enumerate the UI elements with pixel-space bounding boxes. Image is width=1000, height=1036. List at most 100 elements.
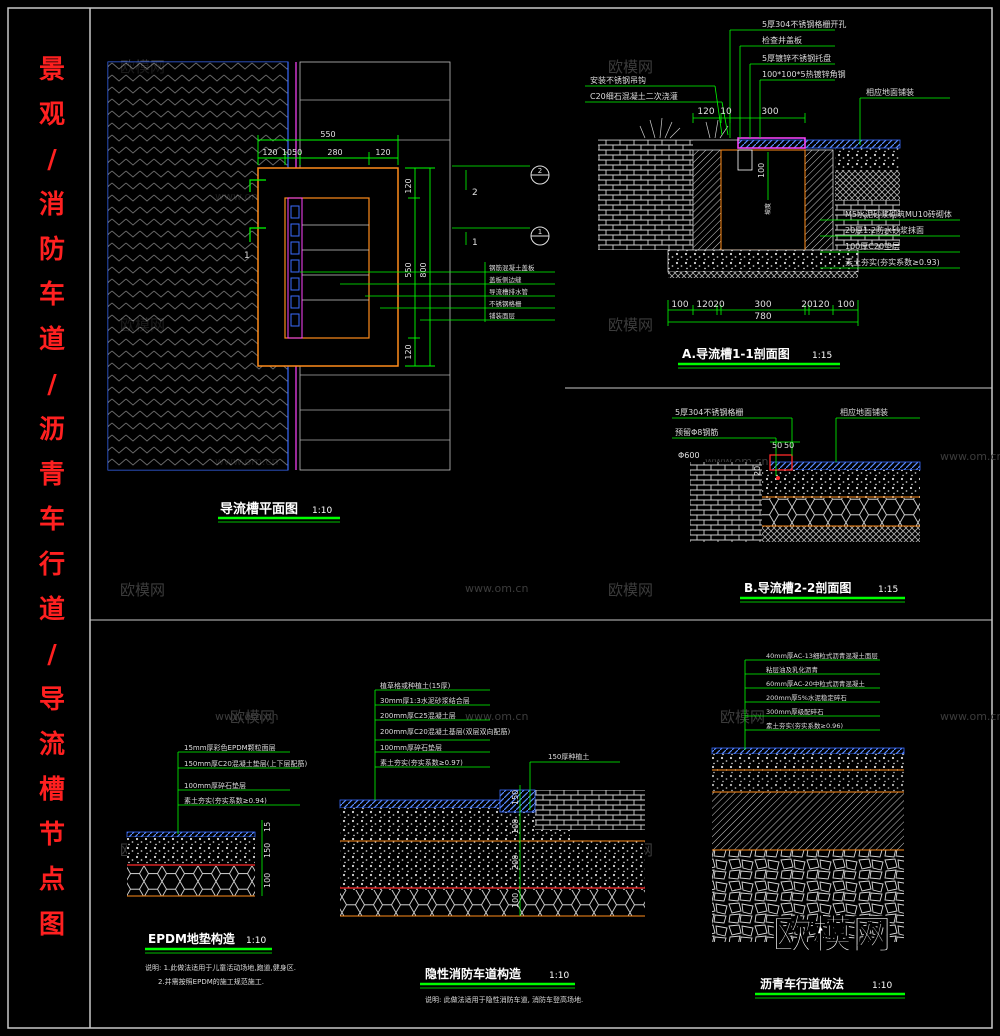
dim-right-inner: 550 bbox=[404, 262, 413, 277]
plan-note-1: 钢筋混凝土盖板 bbox=[489, 263, 535, 272]
asphalt-note-2: 粘层油及乳化沥青 bbox=[766, 665, 819, 674]
grass-symbol bbox=[639, 117, 729, 139]
fire-lane-grass-grid bbox=[499, 789, 536, 813]
epdm-remark-2: 2.并需按照EPDM的施工规范施工. bbox=[158, 977, 264, 986]
section-a-note-paving: 相应地面铺装 bbox=[866, 87, 914, 97]
dim-slot: 1050 bbox=[282, 148, 302, 157]
section-a-note-angle: 100*100*5热镀锌角钢 bbox=[762, 69, 846, 79]
section-b-dim-50a: 50 bbox=[772, 441, 782, 450]
asphalt-title-block: 沥青车行道做法 1:10 bbox=[755, 976, 905, 999]
section-a-note-soil: 素土夯实(夯实系数≥0.93) bbox=[845, 257, 940, 267]
fire-lane-gravel bbox=[340, 890, 645, 916]
section-a-title-block: A.导流槽1-1剖面图 1:15 bbox=[678, 346, 840, 369]
watermark-url: www.om.cn bbox=[215, 710, 278, 723]
epdm-dim-100: 100 bbox=[263, 873, 272, 888]
watermark-logo: 欧模网 bbox=[608, 316, 653, 334]
fire-lane-remark: 说明: 此做法适用于隐性消防车道, 消防车登高场地. bbox=[425, 995, 583, 1004]
side-title-char: 车 bbox=[39, 504, 65, 535]
watermark-url: www.om.cn bbox=[465, 710, 528, 723]
fire-lane-note-5: 100mm厚碎石垫层 bbox=[380, 743, 442, 752]
section-a-note-cushion: 100厚C20垫层 bbox=[845, 241, 900, 251]
side-title-char: 沥 bbox=[39, 415, 65, 445]
side-title-char: 槽 bbox=[39, 775, 65, 805]
side-title-char: 消 bbox=[39, 190, 65, 220]
section-a-bdim-6: 120 bbox=[812, 300, 829, 310]
plan-dimension-lines-right bbox=[405, 167, 435, 367]
plan-dimension-lines-top bbox=[257, 135, 399, 165]
section-b-title-block: B.导流槽2-2剖面图 1:15 bbox=[740, 580, 905, 603]
section-a-right-leaders bbox=[820, 97, 960, 269]
section-a-bdim-1: 100 bbox=[671, 300, 688, 310]
section-a-bdim-3: 20 bbox=[713, 300, 725, 310]
plan-leader-notes: 钢筋混凝土盖板 盖板侧边缝 导流槽排水管 不锈钢格栅 铺装面层 bbox=[489, 263, 535, 320]
section-a-right-notes: 相应地面铺装 M5水泥砂浆砌筑MU10砖砌体 20厚1:2防水砂浆抹面 100厚… bbox=[845, 87, 952, 267]
asphalt-stabilized-base bbox=[712, 792, 904, 850]
section-a-title: A.导流槽1-1剖面图 bbox=[682, 346, 790, 361]
section-a-bdim-7: 100 bbox=[837, 300, 854, 310]
dim-edge-right: 120 bbox=[375, 148, 390, 157]
plan-dim-text-right: 120 550 800 120 bbox=[404, 178, 428, 359]
section-b-title: B.导流槽2-2剖面图 bbox=[744, 580, 851, 595]
section-a-note-cover: 检查井盖板 bbox=[762, 35, 802, 45]
section-a-dim-10: 10 bbox=[720, 107, 732, 117]
side-title-char: 道 bbox=[39, 594, 65, 625]
section-a-note-mortar: M5水泥砂浆砌筑MU10砖砌体 bbox=[845, 209, 952, 219]
asphalt-fine-layer bbox=[712, 754, 904, 770]
plan-title: 导流槽平面图 bbox=[220, 501, 298, 517]
epdm-note-concrete: 150mm厚C20混凝土垫层(上下层配筋) bbox=[184, 759, 308, 768]
fire-lane-dim-150: 150 bbox=[511, 790, 520, 805]
section-b-notes: 5厚304不锈钢格栅 相应地面铺装 预留Φ8钢筋 bbox=[675, 407, 888, 437]
fire-lane-planting bbox=[535, 790, 645, 830]
section-b-dim-20: 20 bbox=[753, 466, 762, 476]
epdm-gravel bbox=[127, 866, 255, 896]
dim-total-width: 550 bbox=[320, 130, 335, 139]
cut-label-1b: 1 bbox=[472, 238, 478, 248]
watermark-logo: 欧模网 bbox=[608, 581, 653, 599]
epdm-remark-1: 说明: 1.此做法适用于儿童活动场地,跑道,健身区. bbox=[145, 963, 296, 972]
section-b-note-grate: 5厚304不锈钢格栅 bbox=[675, 407, 743, 417]
cut-label-1: 1 bbox=[244, 251, 250, 261]
watermark-logo: 欧模网 bbox=[230, 708, 275, 726]
section-a-total-dim: 780 bbox=[754, 312, 771, 322]
side-title-char: 导 bbox=[39, 685, 65, 715]
fire-lane-dim-200: 200 bbox=[511, 855, 520, 870]
section-a-paving-base bbox=[835, 148, 900, 168]
section-a-left-leaders bbox=[585, 85, 729, 136]
section-a-bdim-5: 20 bbox=[801, 300, 813, 310]
fire-lane-note-6: 素土夯实(夯实系数≥0.97) bbox=[380, 758, 463, 767]
section-a: 100 坡度 5厚304不锈钢格栅开孔 检查井盖板 5厚镀锌不锈钢托盘 100*… bbox=[585, 19, 960, 369]
section-a-bottom-dims bbox=[667, 300, 859, 326]
drain-frame-outer bbox=[257, 167, 399, 367]
section-a-note-concrete: C20细石混凝土二次浇灌 bbox=[590, 91, 678, 101]
section-a-dim-120: 120 bbox=[697, 107, 714, 117]
epdm-leaders bbox=[177, 751, 300, 896]
section-a-top-notes: 5厚304不锈钢格栅开孔 检查井盖板 5厚镀锌不锈钢托盘 100*100*5热镀… bbox=[762, 19, 846, 79]
dim-edge-left: 120 bbox=[262, 148, 277, 157]
side-title-char: / bbox=[47, 145, 57, 175]
epdm-surface bbox=[126, 831, 256, 838]
epdm-dims: 15 150 100 bbox=[263, 822, 272, 888]
plan-leader-lines bbox=[300, 262, 555, 322]
asphalt-note-1: 40mm厚AC-13细粒式沥青混凝土面层 bbox=[766, 651, 878, 660]
section-a-vdim-text: 100 bbox=[757, 163, 766, 178]
fire-lane-surface bbox=[339, 799, 501, 809]
grate-bars bbox=[290, 205, 300, 327]
section-a-base-right bbox=[835, 170, 900, 200]
epdm-dim-150: 150 bbox=[263, 843, 272, 858]
epdm-note-gravel: 100mm厚碎石垫层 bbox=[184, 781, 246, 790]
dim-right-bottom: 120 bbox=[404, 344, 413, 359]
section-a-top-dim-text: 120 10 300 bbox=[697, 107, 778, 117]
side-title-char: 青 bbox=[39, 460, 65, 490]
section-b-note-rebar: 预留Φ8钢筋 bbox=[675, 427, 718, 437]
index-symbol-text: 2 1 bbox=[538, 167, 542, 236]
epdm-detail: 15mm厚彩色EPDM颗粒面层 150mm厚C20混凝土垫层(上下层配筋) 10… bbox=[126, 743, 308, 986]
side-title-char: 节 bbox=[39, 820, 65, 850]
epdm-scale: 1:10 bbox=[246, 936, 266, 946]
watermark-logo: 欧模网 bbox=[120, 581, 165, 599]
section-a-channel bbox=[720, 149, 806, 251]
plan-title-block: 导流槽平面图 1:10 bbox=[218, 501, 340, 523]
section-b: 5厚304不锈钢格栅 相应地面铺装 预留Φ8钢筋 50 50 Φ600 20 B… bbox=[672, 407, 921, 603]
dim-center: 280 bbox=[327, 148, 342, 157]
plan-note-2: 盖板侧边缝 bbox=[489, 275, 522, 284]
section-a-subgrade bbox=[668, 272, 858, 278]
